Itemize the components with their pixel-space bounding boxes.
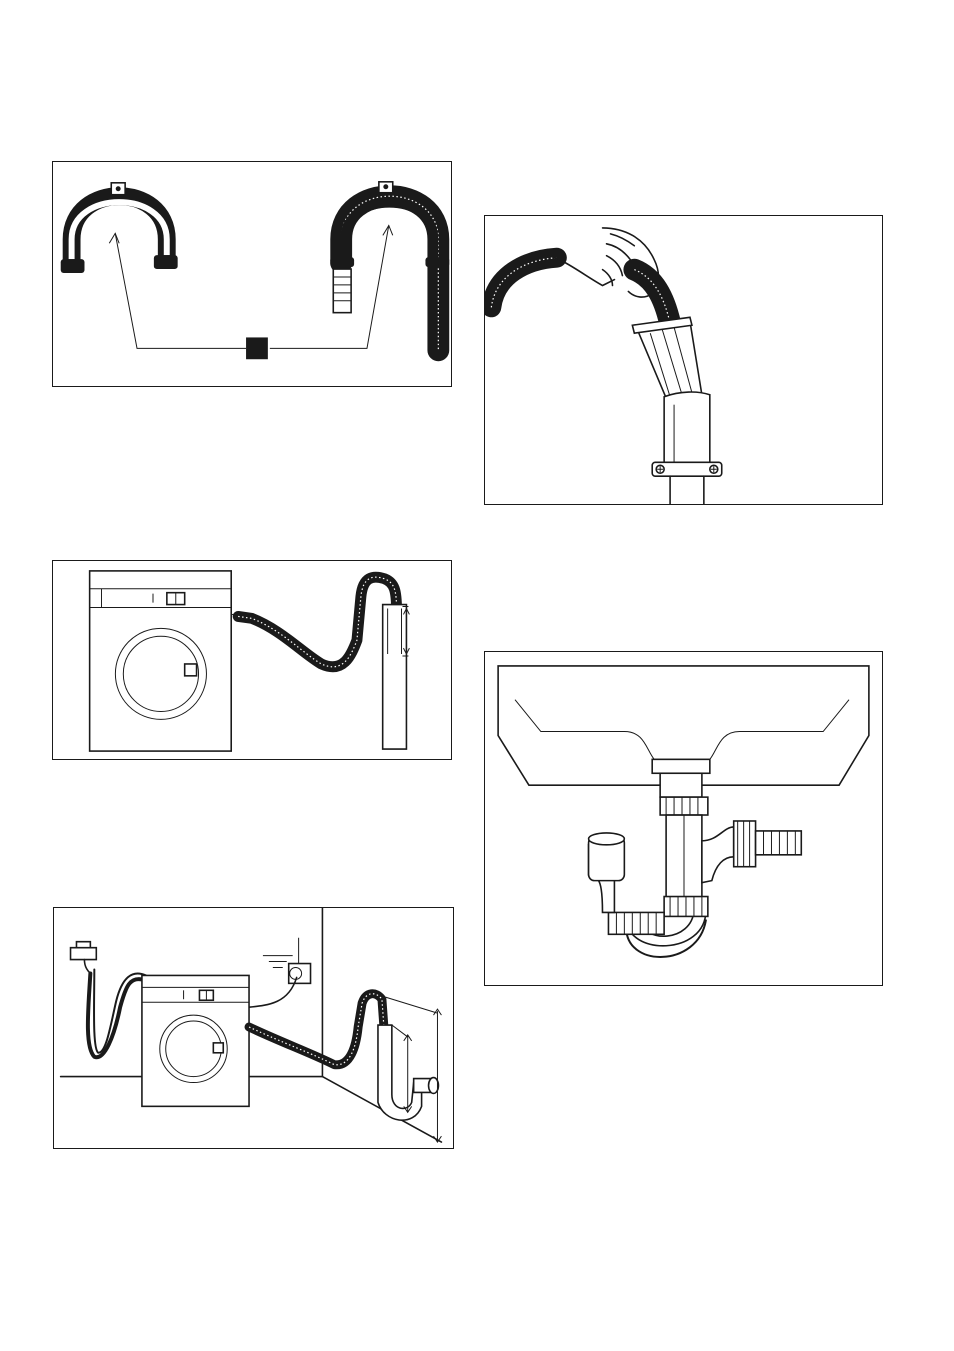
washing-machine-standpipe-icon — [53, 561, 451, 759]
sink-trap-figure — [484, 651, 883, 986]
installation-overview-icon — [54, 908, 453, 1148]
installation-overview-figure — [53, 907, 454, 1149]
sink-trap-spigot-icon — [485, 652, 882, 985]
standpipe-height-figure — [52, 560, 452, 760]
hand-inserting-hose-icon — [485, 216, 882, 504]
standpipe-insert-figure — [484, 215, 883, 505]
hose-guide-icon — [53, 162, 451, 386]
hose-guide-figure — [52, 161, 452, 387]
